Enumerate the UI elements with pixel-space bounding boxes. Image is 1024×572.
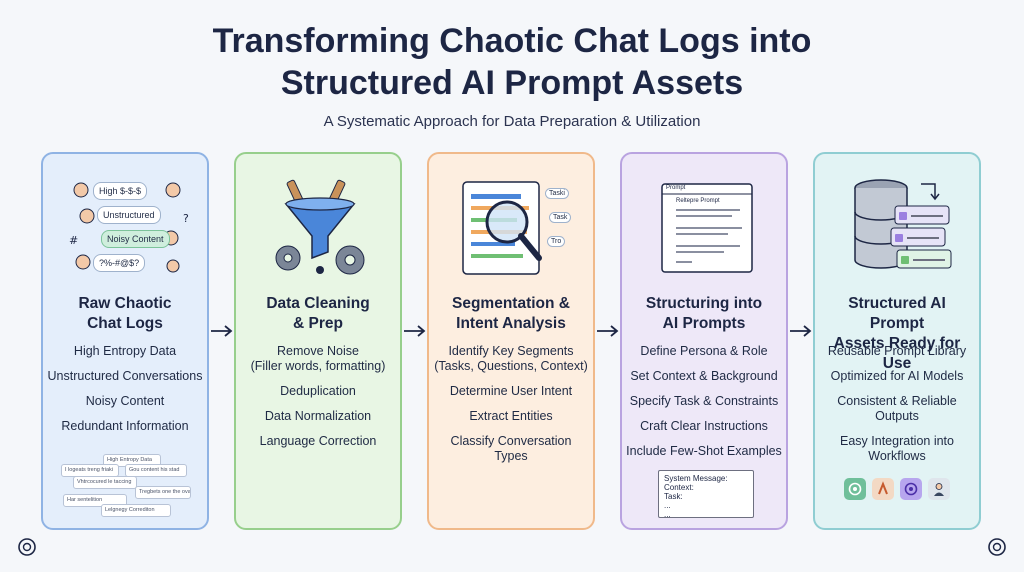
page-subtitle: A Systematic Approach for Data Preparati… xyxy=(323,113,701,130)
list-item: Remove Noise xyxy=(277,344,359,358)
filter-illustration xyxy=(275,179,365,275)
openai-logo-icon xyxy=(988,538,1006,556)
card-title: Data Cleaning & Prep xyxy=(240,294,396,334)
list-item: Types xyxy=(494,449,528,463)
card-items: Reusable Prompt Library Optimized for AI… xyxy=(817,344,977,474)
list-item: Specify Task & Constraints xyxy=(629,394,779,408)
list-item: High Entropy Data xyxy=(73,344,177,358)
list-item: Craft Clear Instructions xyxy=(640,419,768,433)
card-items: Remove Noise (Filler words, formatting) … xyxy=(238,344,398,459)
arrow-right-icon xyxy=(211,325,233,337)
list-item: Outputs xyxy=(875,409,919,423)
card-title-line-1: Structured AI Prompt xyxy=(848,295,946,332)
chat-bubble-noisy: Noisy Content xyxy=(101,230,170,248)
doc-title: Reltepre Prompt xyxy=(676,198,720,204)
list-item: Determine User Intent xyxy=(449,384,573,398)
title-line-2: Structured AI Prompt Assets xyxy=(280,64,744,102)
card-title-line-2: & Prep xyxy=(293,315,343,332)
card-segmentation: Taski Task Tro Segmentation & Intent Ana… xyxy=(427,152,595,530)
database-illustration xyxy=(854,179,952,269)
title-line-1: Transforming Chaotic Chat Logs into xyxy=(212,22,812,60)
list-item: Optimized for AI Models xyxy=(830,369,964,383)
list-item: Identify Key Segments xyxy=(448,344,574,358)
svg-text:?: ? xyxy=(183,212,189,225)
ai-logos xyxy=(815,478,979,500)
list-item: Extract Entities xyxy=(469,409,553,423)
card-title: Structuring into AI Prompts xyxy=(626,294,782,334)
arrow-right-icon xyxy=(404,325,426,337)
svg-text:#: # xyxy=(69,234,78,247)
list-item: Classify Conversation xyxy=(450,434,572,448)
card-items: Identify Key Segments (Tasks, Questions,… xyxy=(431,344,591,474)
card-prompt-assets: Structured AI Prompt Assets Ready for Us… xyxy=(813,152,981,530)
list-item: Consistent & Reliable xyxy=(837,394,957,408)
chat-bubble-unstructured: Unstructured xyxy=(97,206,161,224)
card-items: Define Persona & Role Set Context & Back… xyxy=(624,344,784,469)
card-title-line-2: Assets Ready for Use xyxy=(833,335,961,372)
anthropic-logo-icon xyxy=(872,478,894,500)
arrow-right-icon xyxy=(790,325,812,337)
system-line: ... xyxy=(664,510,671,519)
list-item: Workflows xyxy=(868,449,926,463)
card-title-line-1: Raw Chaotic xyxy=(78,295,172,312)
list-item: Redundant Information xyxy=(61,419,189,433)
card-title: Segmentation & Intent Analysis xyxy=(433,294,589,334)
prompt-document-icon: Prompt Reltepre Prompt xyxy=(632,174,776,284)
list-item: (Tasks, Questions, Context) xyxy=(434,359,588,373)
note: Har sentelition xyxy=(63,494,127,507)
chat-bubble-symbols: ?%-#@$? xyxy=(93,254,146,272)
system-line: Task: xyxy=(664,492,683,501)
chat-bubble-high: High $-$-$ xyxy=(93,182,148,200)
card-title-line-2: Chat Logs xyxy=(87,315,163,332)
note: Lelgnegy Correditon xyxy=(101,504,171,517)
card-data-cleaning: Data Cleaning & Prep Remove Noise (Fille… xyxy=(234,152,402,530)
tag: Taski xyxy=(545,188,569,199)
card-title-line-2: Intent Analysis xyxy=(456,315,566,332)
list-item: Language Correction xyxy=(259,434,377,448)
note: Gou content his stad xyxy=(125,464,187,477)
card-structuring: Prompt Reltepre Prompt Structuring into … xyxy=(620,152,788,530)
card-title-line-2: AI Prompts xyxy=(662,315,746,332)
card-title-line-1: Data Cleaning xyxy=(266,295,370,312)
openai-logo-icon xyxy=(844,478,866,500)
system-message-box: System Message: Context: Task: ... ... xyxy=(658,470,754,519)
prompt-doc-illustration xyxy=(661,183,753,273)
assistant-logo-icon xyxy=(900,478,922,500)
system-line: Context: xyxy=(664,483,694,492)
tag: Task xyxy=(549,212,572,223)
card-title: Structured AI Prompt Assets Ready for Us… xyxy=(819,294,975,374)
magnifier-document-icon: Taski Task Tro xyxy=(439,174,583,284)
note: Tregbets one the ovad xyxy=(135,486,191,499)
card-title-line-1: Segmentation & xyxy=(452,295,570,312)
note: I logeats treng friaki xyxy=(61,464,119,477)
card-raw-chat-logs: # ? High $-$-$ Unstructured Noisy Conten… xyxy=(41,152,209,530)
list-item: Noisy Content xyxy=(85,394,165,408)
openai-logo-icon xyxy=(18,538,36,556)
doc-header: Prompt xyxy=(666,185,686,191)
system-line: System Message: xyxy=(664,474,728,483)
list-item: (Filler words, formatting) xyxy=(250,359,386,373)
filter-brush-gear-icon xyxy=(246,174,390,284)
arrow-right-icon xyxy=(597,325,619,337)
list-item: Deduplication xyxy=(280,384,356,398)
list-item: Easy Integration into xyxy=(840,434,954,448)
list-item: Set Context & Background xyxy=(630,369,778,383)
card-title: Raw Chaotic Chat Logs xyxy=(47,294,203,334)
card-title-line-1: Structuring into xyxy=(645,295,763,312)
list-item: Unstructured Conversations xyxy=(47,369,203,383)
system-line: ... xyxy=(664,501,671,510)
note: Vhtrcocured le taccing xyxy=(73,476,137,489)
chat-bubbles-illustration: # ? xyxy=(69,182,189,273)
user-avatar-icon xyxy=(928,478,950,500)
list-item: Data Normalization xyxy=(264,409,372,423)
card-items: High Entropy Data Unstructured Conversat… xyxy=(45,344,205,444)
list-item: Reusable Prompt Library xyxy=(827,344,967,358)
chat-bubbles-icon: # ? High $-$-$ Unstructured Noisy Conten… xyxy=(53,174,197,284)
tag: Tro xyxy=(547,236,566,247)
list-item: Include Few-Shot Examples xyxy=(626,444,782,458)
database-cards-icon xyxy=(825,174,969,284)
magnifier-illustration xyxy=(462,181,542,275)
list-item: Define Persona & Role xyxy=(640,344,768,358)
